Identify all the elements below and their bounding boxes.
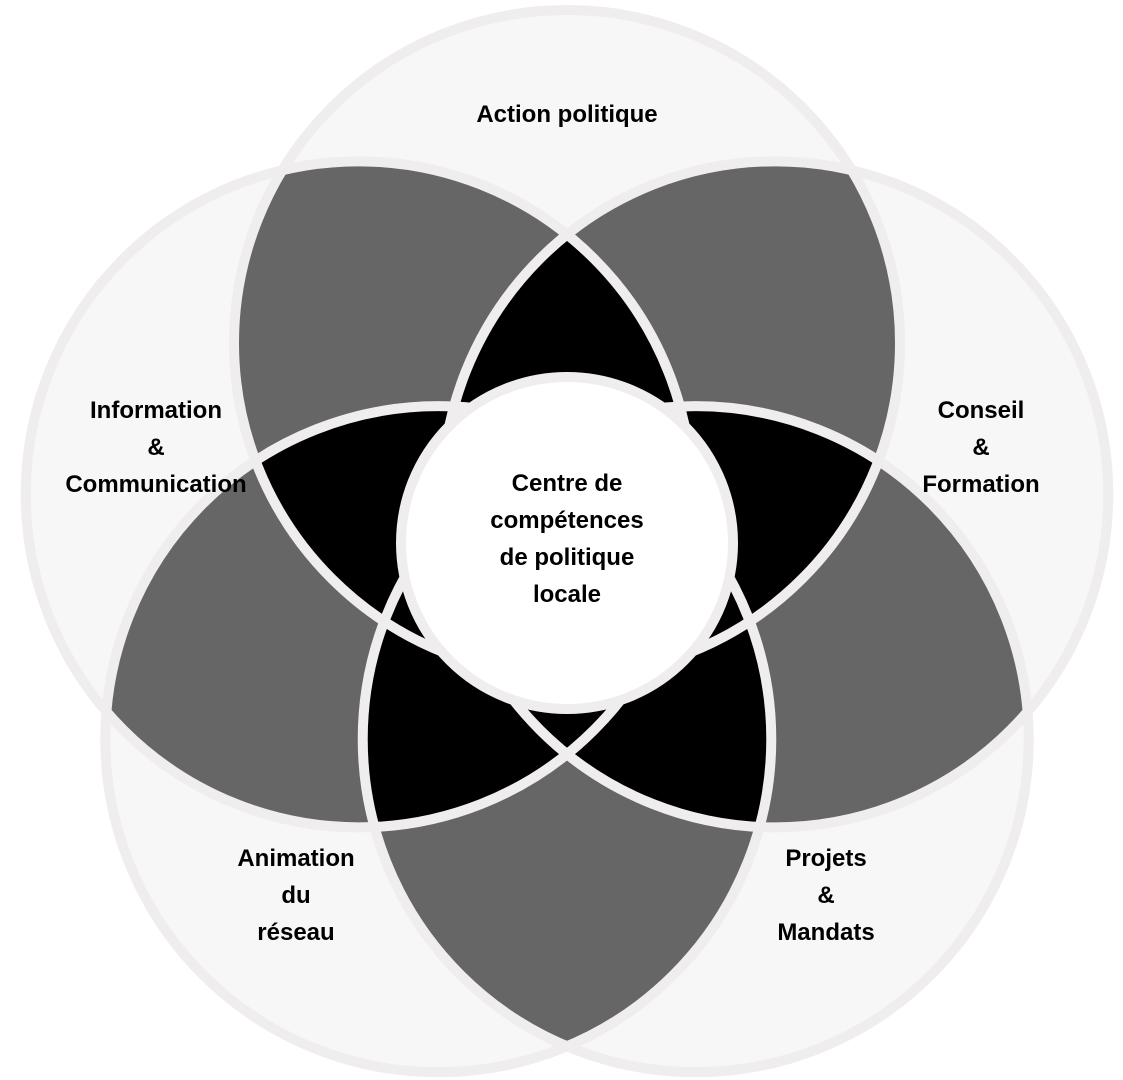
center-label-line: de politique bbox=[500, 544, 635, 571]
label-conseil-formation-line: & bbox=[972, 434, 989, 461]
label-action-politique-line: Action politique bbox=[476, 101, 657, 128]
label-information-communication-line: & bbox=[147, 434, 164, 461]
center-label-line: locale bbox=[533, 581, 601, 608]
label-projets-mandats-line: & bbox=[817, 882, 834, 909]
label-action-politique: Action politique bbox=[476, 101, 657, 128]
label-animation-reseau-line: du bbox=[281, 882, 310, 909]
circle-border bbox=[357, 401, 1034, 1078]
label-animation-reseau-line: Animation bbox=[237, 845, 354, 872]
circle-border bbox=[100, 401, 777, 1078]
label-conseil-formation-line: Formation bbox=[922, 471, 1039, 498]
center-label-line: Centre de bbox=[512, 470, 623, 497]
label-conseil-formation-line: Conseil bbox=[938, 397, 1025, 424]
label-projets-mandats-line: Projets bbox=[785, 845, 866, 872]
label-conseil-formation: Conseil & Formation bbox=[922, 397, 1039, 498]
center-circle bbox=[396, 372, 738, 714]
center-label: Centre de compétences de politique locale bbox=[490, 470, 643, 608]
circle-borders bbox=[20, 5, 1114, 1078]
label-animation-reseau-line: réseau bbox=[257, 919, 334, 946]
center-label-line: compétences bbox=[490, 507, 643, 534]
label-animation-reseau: Animation du réseau bbox=[237, 845, 354, 946]
label-information-communication-line: Information bbox=[90, 397, 222, 424]
triple-overlap-region bbox=[442, 161, 692, 676]
label-information-communication-line: Communication bbox=[65, 471, 246, 498]
label-projets-mandats-line: Mandats bbox=[777, 919, 874, 946]
label-information-communication: Information & Communication bbox=[65, 397, 246, 498]
label-projets-mandats: Projets & Mandats bbox=[777, 845, 874, 946]
